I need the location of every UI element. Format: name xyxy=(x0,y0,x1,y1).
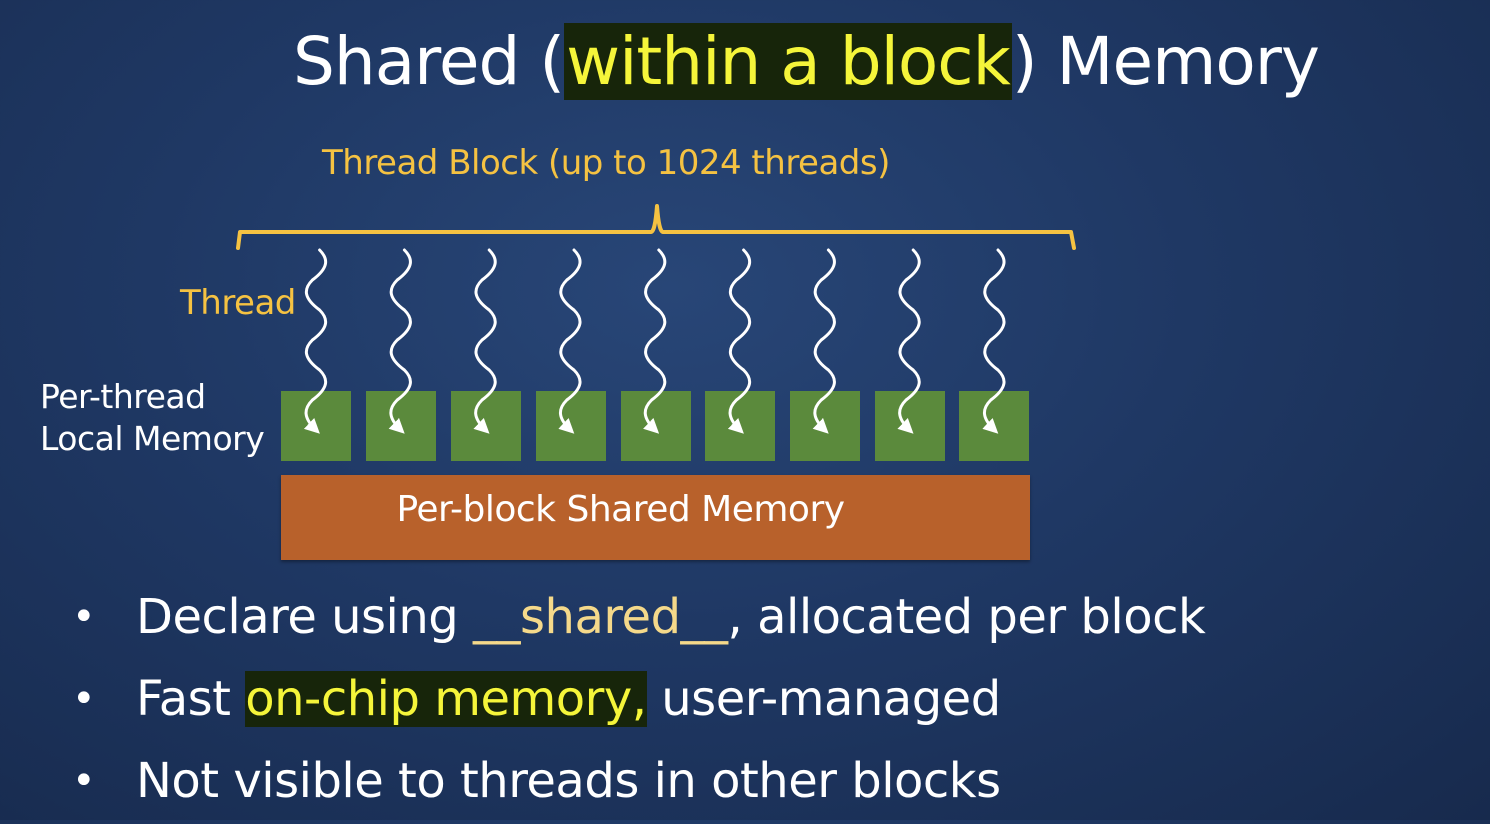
shared-memory-label: Per-block Shared Memory xyxy=(396,489,845,530)
bullet-list: • Declare using __shared__, allocated per… xyxy=(60,578,1206,824)
local-memory-box xyxy=(366,391,436,461)
bullet-declare-rest: , allocated per block xyxy=(727,589,1206,645)
bullet-fast-text: Fast xyxy=(136,671,246,727)
local-memory-box xyxy=(536,391,606,461)
title-text-before: Shared ( xyxy=(293,23,565,100)
local-memory-label-line2: Local Memory xyxy=(40,419,265,458)
local-memory-label-line1: Per-thread xyxy=(40,377,206,416)
bullet-declare: • Declare using __shared__, allocated per… xyxy=(60,578,1206,660)
bullet-declare-text: Declare using xyxy=(136,589,474,645)
local-memory-label: Per-thread Local Memory xyxy=(40,376,265,460)
local-memory-box xyxy=(621,391,691,461)
thread-label: Thread xyxy=(180,283,296,323)
local-memory-box xyxy=(790,391,860,461)
thread-block-label: Thread Block (up to 1024 threads) xyxy=(322,143,890,183)
local-memory-box xyxy=(959,391,1029,461)
shared-keyword: __shared__ xyxy=(473,589,728,645)
on-chip-highlight: on-chip memory, xyxy=(245,671,647,727)
bullet-fast: • Fast on-chip memory, user-managed xyxy=(60,660,1205,742)
bullet-visibility: • Not visible to threads in other blocks xyxy=(60,742,1205,824)
thread-block-brace xyxy=(236,204,1076,250)
local-memory-box xyxy=(705,391,775,461)
bullet-visibility-text: Not visible to threads in other blocks xyxy=(136,753,1001,809)
bullet-fast-rest: user-managed xyxy=(646,671,1001,727)
title-highlight: within a block xyxy=(564,23,1012,100)
slide-title: Shared (within a block) Memory xyxy=(293,14,1320,110)
bullet-dot: • xyxy=(72,758,96,804)
title-text-after: ) Memory xyxy=(1011,23,1320,100)
local-memory-box xyxy=(451,391,521,461)
shared-memory-box: Per-block Shared Memory xyxy=(281,475,1030,560)
bullet-dot: • xyxy=(72,676,96,722)
local-memory-box xyxy=(875,391,945,461)
bullet-dot: • xyxy=(72,594,96,640)
local-memory-box xyxy=(281,391,351,461)
